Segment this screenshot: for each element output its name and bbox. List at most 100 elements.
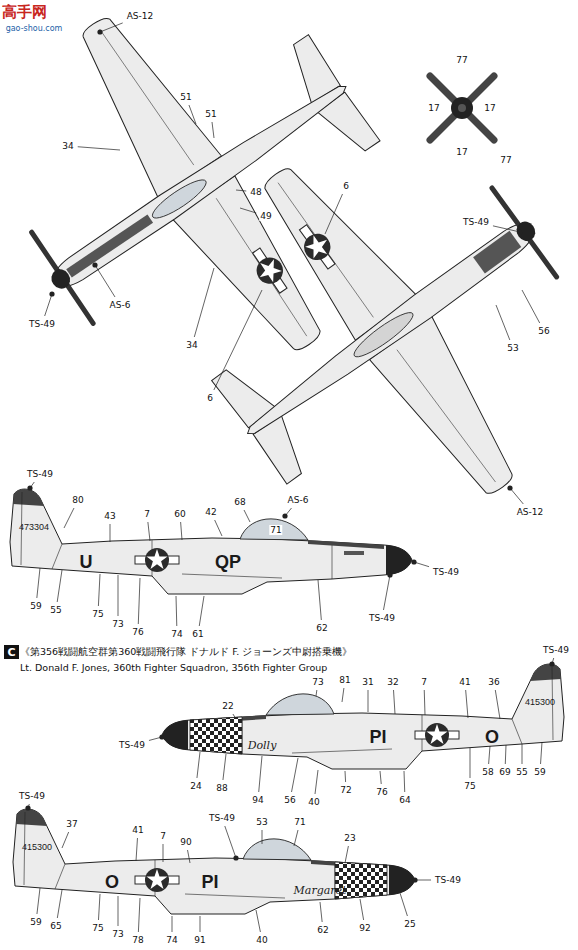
callout-number: TS-49 [542,645,570,655]
leader-line [522,744,523,764]
leader-line [320,902,322,922]
paint-marker [282,513,287,518]
leader-line [541,742,542,764]
leader-line [163,844,164,862]
decal-letters: O [105,872,119,893]
leader-line [345,846,348,863]
callout-number: 65 [49,921,62,931]
paint-marker [27,485,32,490]
leader-line [212,122,214,138]
callout-number: 76 [131,627,144,637]
leader-line [345,771,347,782]
callout-number: 41 [458,677,471,687]
leader-line [197,752,200,778]
leader-line [138,578,140,624]
leader-line [37,568,40,598]
leader-line [236,190,246,191]
serial-number: 415300 [525,697,555,707]
side-view-b [10,489,412,594]
callout-number: 7 [143,509,151,519]
leader-line [98,894,100,920]
callout-number: TS-49 [208,813,236,823]
leader-line [100,23,123,32]
callout-number: AS-6 [287,495,310,505]
callout-number: 36 [487,677,500,687]
callout-number: 6 [342,181,350,191]
leader-line [394,690,396,714]
callout-number: 74 [170,629,183,639]
paint-marker [233,855,238,860]
leader-line [181,522,182,540]
nose-art-name: Margaret [294,884,347,897]
callout-number: 59 [29,917,42,927]
callout-number: TS-49 [368,613,396,623]
callout-number: 53 [255,817,268,827]
side-view-c-left [162,664,564,769]
callout-number: TS-49 [462,217,490,227]
callout-number: AS-12 [126,11,155,21]
leader-line [383,575,390,610]
callout-number: 34 [185,340,198,350]
leader-line [200,916,201,932]
paint-marker [159,734,164,739]
paint-marker [387,572,392,577]
leader-line [78,147,120,150]
leader-line [325,194,343,234]
callout-number: 53 [506,343,519,353]
leader-line [62,832,69,848]
callout-number: TS-49 [26,469,54,479]
paint-marker [549,661,554,666]
leader-line [37,888,40,914]
leader-line [215,520,222,536]
leader-line [496,305,510,340]
callout-number: TS-49 [434,875,462,885]
callout-number: 59 [533,767,546,777]
callout-number: 73 [111,929,124,939]
serial-number: 415300 [22,842,52,852]
leader-line [95,265,115,297]
callout-number: 73 [311,677,324,687]
callout-number: 55 [49,605,62,615]
callout-number: 55 [515,767,528,777]
callout-number: 62 [316,925,329,935]
watermark: 高手网 [2,3,47,22]
callout-number: 31 [361,677,374,687]
decal-letters: O [485,727,499,748]
leader-line [233,714,236,719]
callout-number: 7 [159,831,167,841]
leader-line [64,508,74,528]
callout-number: 58 [481,767,494,777]
leader-line [510,488,523,504]
paint-marker [507,485,512,490]
leader-line [194,268,214,337]
side-view-c-right [13,809,415,914]
decal-letters: U [80,552,93,573]
callout-number: 74 [165,935,178,945]
section-letter: C [7,647,15,658]
leader-line [199,596,204,626]
callout-number: 90 [179,837,192,847]
callout-number: 51 [204,109,217,119]
callout-number: 17 [427,103,440,113]
callout-number: 43 [103,511,116,521]
leader-line [360,899,364,920]
section-heading: Lt. Donald F. Jones, 360th Fighter Squad… [20,662,327,673]
leader-line [45,294,52,316]
callout-number: 92 [358,923,371,933]
leader-line [223,754,226,780]
callout-number: 49 [259,211,272,221]
leader-line [404,771,406,792]
callout-number: 17 [483,103,496,113]
callout-number: 25 [403,919,416,929]
leader-line [470,748,471,778]
leader-line [259,756,262,792]
serial-number: 473304 [19,522,49,532]
leader-line [315,770,318,794]
callout-number: 91 [193,935,206,945]
callout-number: 51 [179,92,192,102]
leader-line [292,758,298,792]
leader-line [380,771,381,784]
leader-line [176,596,178,626]
leader-line [118,575,119,616]
